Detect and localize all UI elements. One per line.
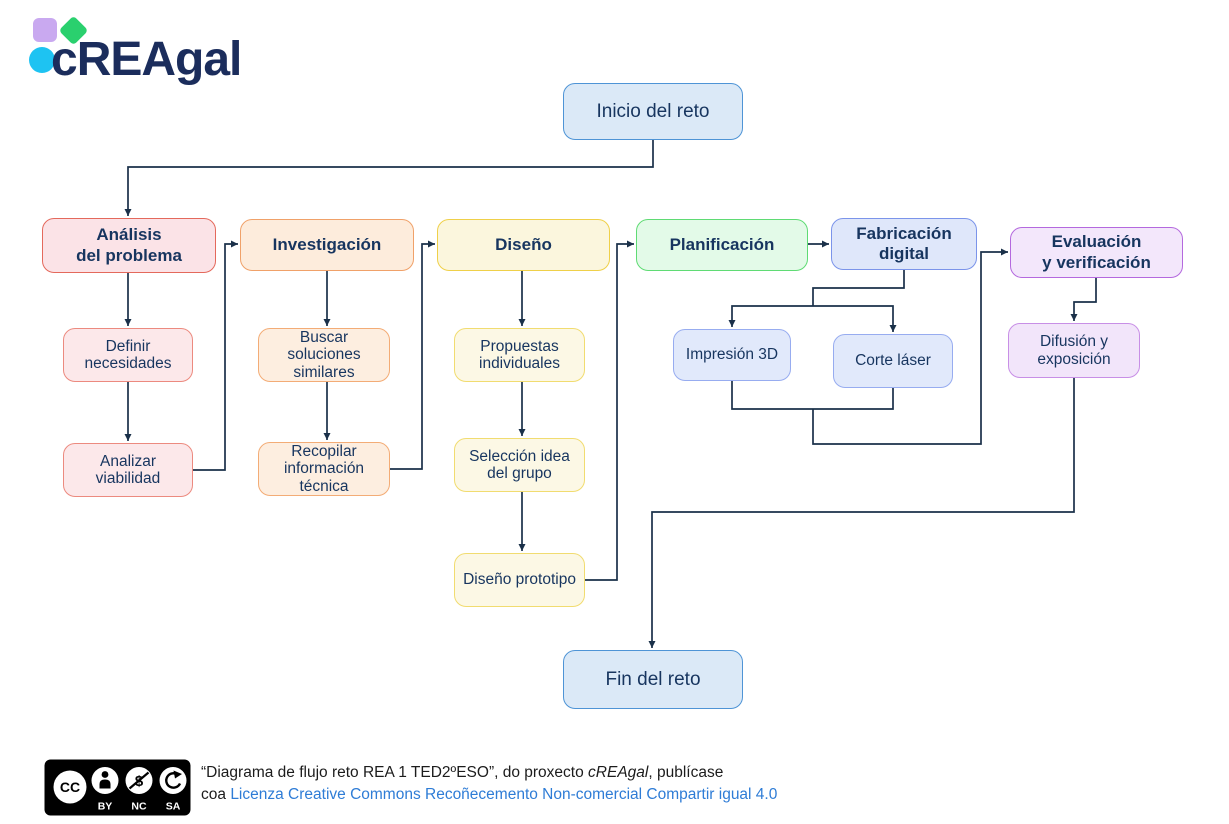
connector-split-impresion	[728, 305, 813, 327]
license-prefix: coa	[201, 786, 231, 803]
node-planificacion: Planificación	[636, 219, 808, 271]
node-definir-necesidades: Definir necesidades	[63, 328, 193, 382]
node-evaluacion-y-verificacion: Evaluación y verificación	[1010, 227, 1183, 278]
logo-text: cREAgal	[51, 33, 241, 86]
connector-difusion-fin	[648, 378, 1075, 648]
node-propuestas-individuales: Propuestas individuales	[454, 328, 585, 382]
logo-diamond-icon	[60, 17, 87, 44]
nc-label: NC	[131, 801, 147, 813]
connector-join-evaluacion	[812, 248, 1008, 445]
connector-split-corte	[813, 305, 897, 332]
license-title: “Diagrama de flujo reto REA 1 TED2ºESO”,…	[201, 764, 589, 781]
node-diseno: Diseño	[437, 219, 610, 271]
by-label: BY	[98, 801, 113, 813]
connector-recopilar-diseno	[390, 240, 435, 470]
sa-label: SA	[166, 801, 181, 813]
node-difusion-y-exposicion: Difusión y exposición	[1008, 323, 1140, 378]
creagal-logo: cREAgal	[29, 17, 242, 86]
connector-analizar-investigacion	[193, 240, 238, 471]
logo-circle-icon	[29, 47, 55, 73]
cc-license-badge: CC $ BY NC SA	[44, 759, 191, 816]
cc-icon: CC	[53, 770, 87, 804]
by-person-icon	[91, 767, 119, 794]
node-investigacion: Investigación	[240, 219, 414, 271]
license-project-name: cREAgal	[588, 764, 649, 781]
node-analizar-viabilidad: Analizar viabilidad	[63, 443, 193, 497]
node-inicio-del-reto: Inicio del reto	[563, 83, 743, 140]
node-seleccion-idea-del-grupo: Selección idea del grupo	[454, 438, 585, 492]
license-suffix: , publícase	[648, 764, 724, 781]
license-link[interactable]: Licenza Creative Commons Recoñecemento N…	[230, 786, 778, 803]
node-impresion-3d: Impresión 3D	[673, 329, 791, 381]
logo-square-icon	[33, 18, 57, 42]
connector-prototipo-planificacion	[585, 240, 634, 581]
svg-text:CC: CC	[60, 779, 80, 795]
sa-arrow-icon	[159, 767, 187, 794]
node-fin-del-reto: Fin del reto	[563, 650, 743, 709]
node-fabricacion-digital: Fabricación digital	[831, 218, 977, 270]
license-text: “Diagrama de flujo reto REA 1 TED2ºESO”,…	[201, 762, 777, 806]
license-line-2: coa Licenza Creative Commons Recoñecemen…	[201, 784, 777, 806]
connector-inicio-analisis	[124, 140, 654, 216]
node-diseno-prototipo: Diseño prototipo	[454, 553, 585, 607]
license-line-1: “Diagrama de flujo reto REA 1 TED2ºESO”,…	[201, 762, 777, 784]
connector-fabricacion-split	[812, 270, 905, 306]
node-buscar-soluciones-similares: Buscar soluciones similares	[258, 328, 390, 382]
connector-evaluacion-difusion	[1070, 278, 1097, 321]
node-recopilar-informacion-tecnica: Recopilar información técnica	[258, 442, 390, 496]
node-corte-laser: Corte láser	[833, 334, 953, 388]
node-analisis-del-problema: Análisis del problema	[42, 218, 216, 273]
nc-dollar-icon: $	[125, 767, 153, 794]
